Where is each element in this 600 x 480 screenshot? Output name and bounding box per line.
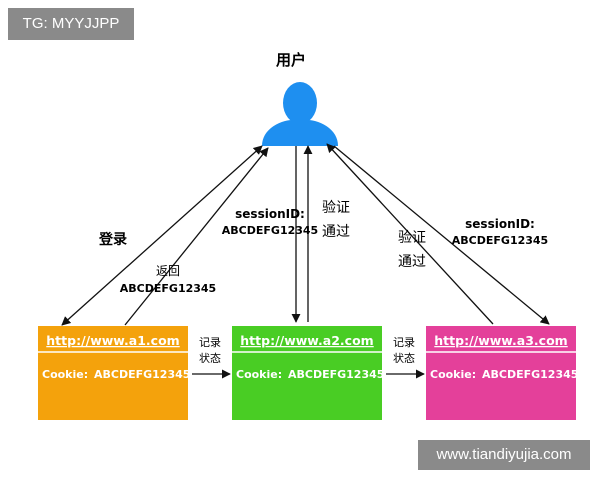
label-verify-a2-2: 通过 bbox=[322, 224, 350, 240]
cookie-label-a3: Cookie: bbox=[430, 368, 476, 381]
site-url-a2[interactable]: http://www.a2.com bbox=[240, 333, 373, 348]
site-box-a3: http://www.a3.com Cookie: ABCDEFG12345 bbox=[426, 326, 578, 420]
label-session-a2-2: ABCDEFG12345 bbox=[222, 224, 318, 237]
user-icon bbox=[262, 82, 338, 146]
user-label: 用户 bbox=[276, 51, 306, 69]
arrow-verify-a3 bbox=[326, 143, 494, 325]
arrow-return bbox=[124, 147, 269, 326]
site-box-a2: http://www.a2.com Cookie: ABCDEFG12345 bbox=[232, 326, 384, 420]
site-url-a1[interactable]: http://www.a1.com bbox=[46, 333, 179, 348]
cookie-label-a1: Cookie: bbox=[42, 368, 88, 381]
arrow-login bbox=[61, 145, 263, 326]
cookie-label-a2: Cookie: bbox=[236, 368, 282, 381]
site-url-a3[interactable]: http://www.a3.com bbox=[434, 333, 567, 348]
cookie-value-a1: ABCDEFG12345 bbox=[94, 368, 190, 381]
label-login: 登录 bbox=[98, 231, 127, 248]
source-tag: TG: MYYJJPP bbox=[8, 8, 134, 40]
label-record-2-2: 状态 bbox=[393, 351, 415, 365]
label-session-a3-1: sessionID: bbox=[465, 217, 535, 231]
cookie-value-a2: ABCDEFG12345 bbox=[288, 368, 384, 381]
arrow-session-a3 bbox=[333, 145, 550, 325]
label-return-2: ABCDEFG12345 bbox=[120, 282, 216, 295]
watermark: www.tiandiyujia.com bbox=[418, 440, 590, 470]
label-record-1-1: 记录 bbox=[199, 336, 221, 349]
label-session-a3-2: ABCDEFG12345 bbox=[452, 234, 548, 247]
cookie-value-a3: ABCDEFG12345 bbox=[482, 368, 578, 381]
label-verify-a3-2: 通过 bbox=[398, 254, 426, 270]
label-verify-a2-1: 验证 bbox=[322, 200, 350, 216]
label-record-2-1: 记录 bbox=[393, 336, 415, 349]
label-session-a2-1: sessionID: bbox=[235, 207, 305, 221]
site-box-a1: http://www.a1.com Cookie: ABCDEFG12345 bbox=[38, 326, 190, 420]
label-verify-a3-1: 验证 bbox=[398, 230, 426, 246]
label-record-1-2: 状态 bbox=[199, 351, 221, 365]
label-return-1: 返回 bbox=[156, 264, 180, 278]
